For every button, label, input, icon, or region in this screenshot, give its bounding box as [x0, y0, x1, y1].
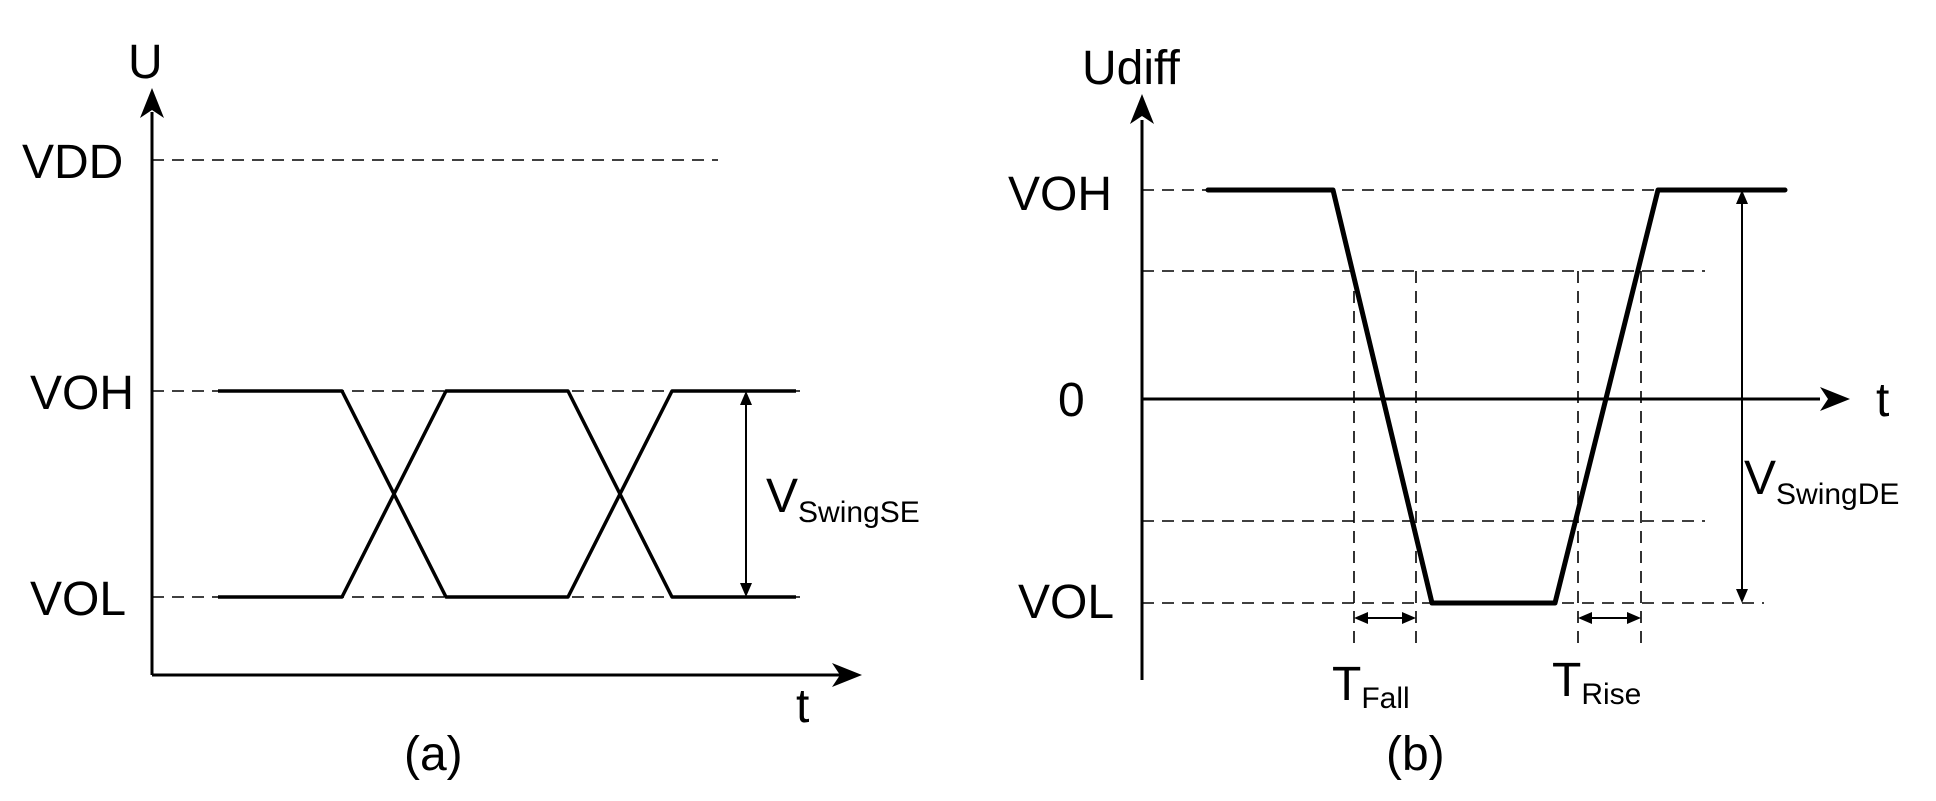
fall-time-arrow-right: [1402, 612, 1416, 624]
differential-signal-waveform: [1205, 187, 1788, 606]
panel-b-x-axis-arrow: [1820, 387, 1850, 411]
rise-time-label-sub: Rise: [1581, 678, 1641, 711]
panel-b-x-axis-label: t: [1876, 374, 1889, 427]
rise-time-dimension: [1578, 612, 1641, 624]
panel-a: U t VDD VOH VOL VSwingSE (a): [22, 36, 920, 781]
swing-se-label-main: V: [766, 470, 798, 523]
panel-b-y-axis-arrow: [1130, 94, 1154, 124]
panel-b-y-axis-label: Udiff: [1082, 42, 1180, 95]
rise-time-arrow-right: [1627, 612, 1641, 624]
panel-a-reference-lines: [152, 159, 800, 598]
swing-de-arrow-bottom: [1736, 589, 1748, 603]
panel-a-y-axis-label: U: [128, 36, 163, 89]
signal-p-waveform: [218, 389, 796, 599]
swing-de-label-main: V: [1744, 452, 1776, 505]
fall-time-label-sub: Fall: [1361, 682, 1409, 715]
panel-b-caption: (b): [1386, 728, 1445, 781]
panel-b-swing-dimension: [1736, 190, 1748, 603]
swing-de-arrow-top: [1736, 190, 1748, 204]
panel-a-swing-dimension: [740, 391, 752, 597]
fall-time-dimension: [1354, 612, 1416, 624]
swing-se-label: VSwingSE: [766, 470, 920, 529]
rise-time-label-main: T: [1552, 654, 1581, 707]
rise-time-arrow-left: [1578, 612, 1592, 624]
panel-a-x-axis-arrow: [832, 663, 862, 687]
panel-a-signals: [218, 389, 796, 599]
swing-se-label-sub: SwingSE: [798, 496, 920, 529]
panel-a-caption: (a): [404, 728, 463, 781]
fall-time-arrow-left: [1354, 612, 1368, 624]
panel-a-axes: [140, 88, 862, 687]
panel-a-vol-label: VOL: [30, 573, 126, 626]
swing-de-label-sub: SwingDE: [1776, 478, 1899, 511]
panel-a-y-axis-arrow: [140, 88, 164, 118]
rise-time-label: TRise: [1552, 654, 1641, 711]
panel-a-voh-label: VOH: [30, 367, 134, 420]
panel-b-reference-lines: [1142, 189, 1764, 650]
vdd-label: VDD: [22, 136, 123, 189]
swing-se-arrow-top: [740, 391, 752, 405]
panel-b: Udiff t VOH 0 VOL VSwingDE TFall TRise (…: [1008, 42, 1899, 781]
swing-se-arrow-bottom: [740, 583, 752, 597]
panel-b-axes: [1130, 94, 1850, 680]
panel-b-voh-label: VOH: [1008, 168, 1112, 221]
signal-n-waveform: [218, 389, 796, 599]
panel-a-x-axis-label: t: [796, 680, 809, 733]
swing-de-label: VSwingDE: [1744, 452, 1899, 511]
zero-label: 0: [1058, 374, 1085, 427]
fall-time-label: TFall: [1332, 658, 1410, 715]
panel-b-vol-label: VOL: [1018, 576, 1114, 629]
fall-time-label-main: T: [1332, 658, 1361, 711]
